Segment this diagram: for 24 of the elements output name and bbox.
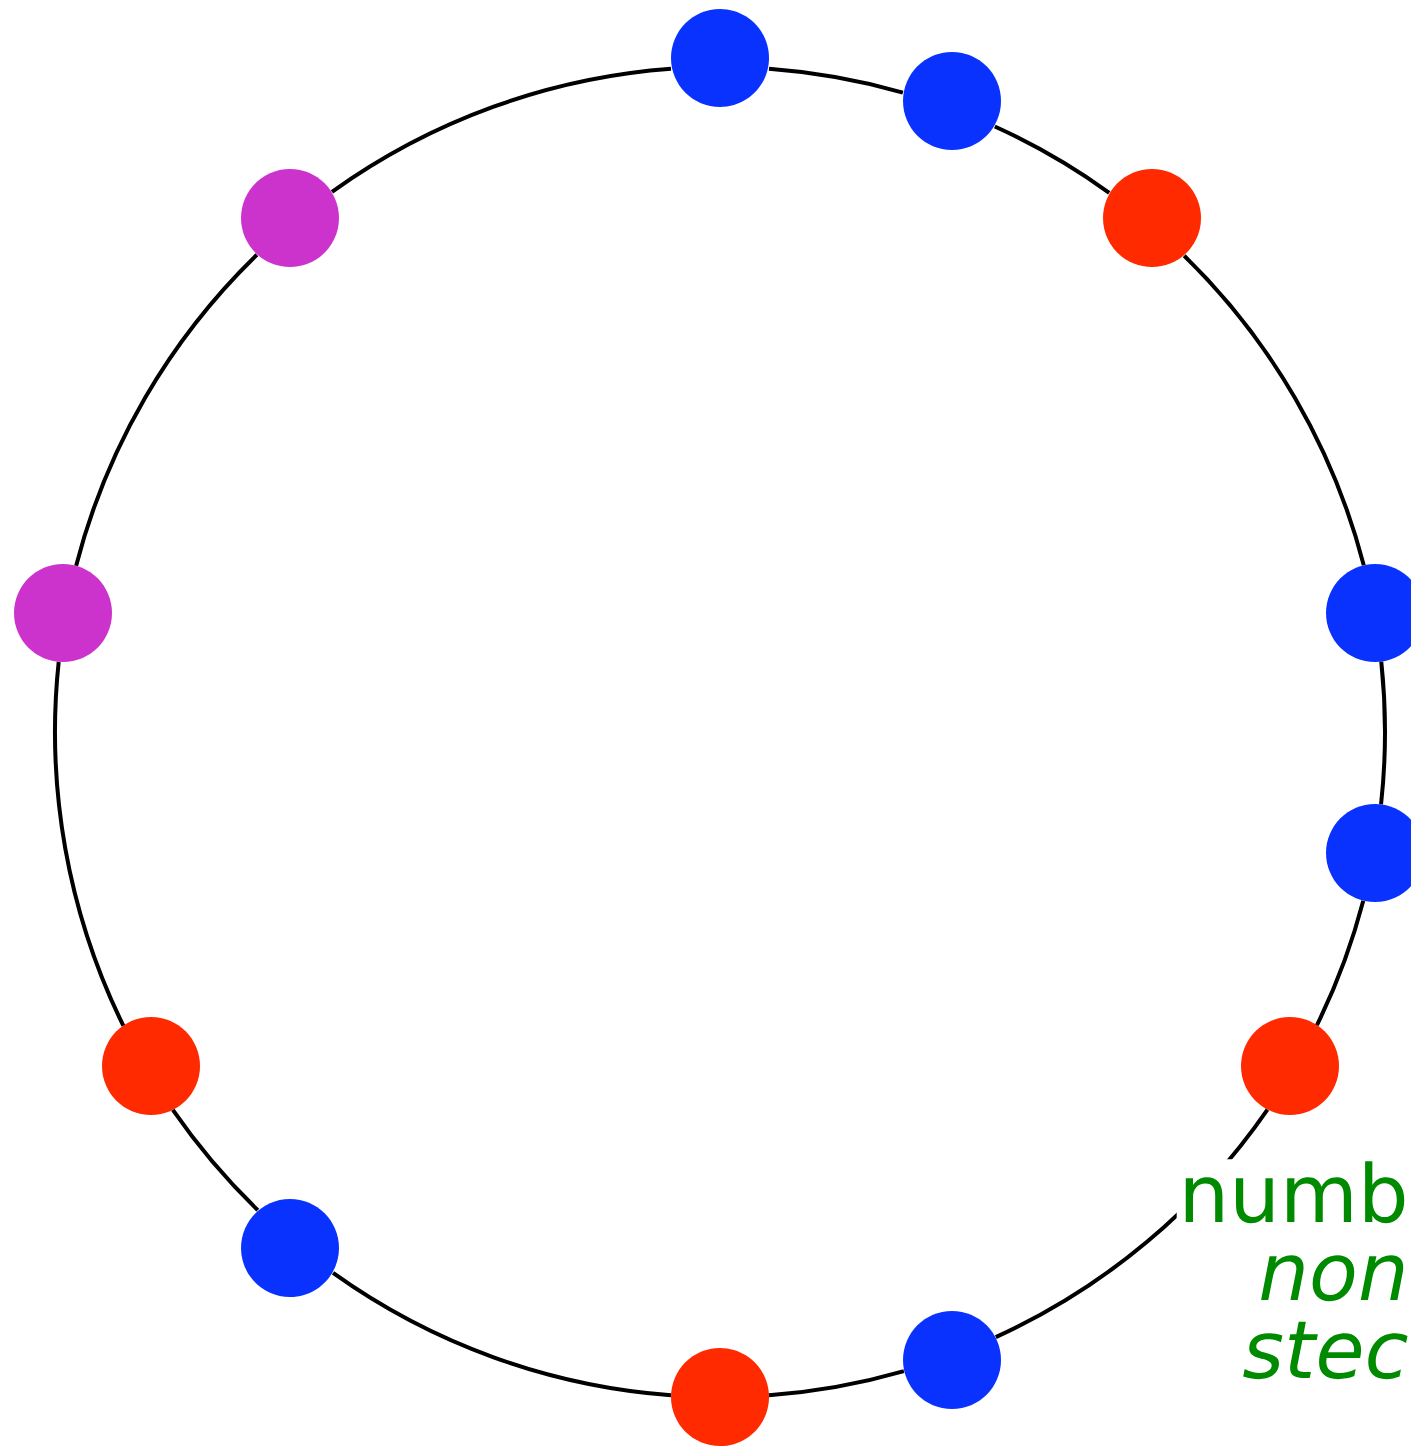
dot (903, 1311, 1001, 1409)
circle-arc (768, 1369, 905, 1398)
dot (1241, 1017, 1339, 1115)
circle-arc (993, 124, 1111, 195)
dot (903, 52, 1001, 150)
dot (1103, 169, 1201, 267)
dot (241, 169, 339, 267)
note-text: numb (1176, 1159, 1411, 1226)
circle-arc (1379, 661, 1387, 805)
note-text: non (1256, 1253, 1411, 1304)
circle-arc (1182, 254, 1366, 566)
circle-arc (1315, 900, 1366, 1026)
dot (241, 1199, 339, 1297)
circle-arc (768, 66, 904, 95)
dot (671, 1348, 769, 1446)
circle-arc (331, 1271, 672, 1398)
circle-arc (74, 253, 259, 567)
note-text: stec (1240, 1319, 1411, 1382)
circle-arc (171, 1108, 260, 1212)
dot (102, 1017, 200, 1115)
circle-arc (53, 661, 126, 1027)
dot (671, 9, 769, 107)
dot (14, 564, 112, 662)
circle-arc (330, 66, 672, 194)
